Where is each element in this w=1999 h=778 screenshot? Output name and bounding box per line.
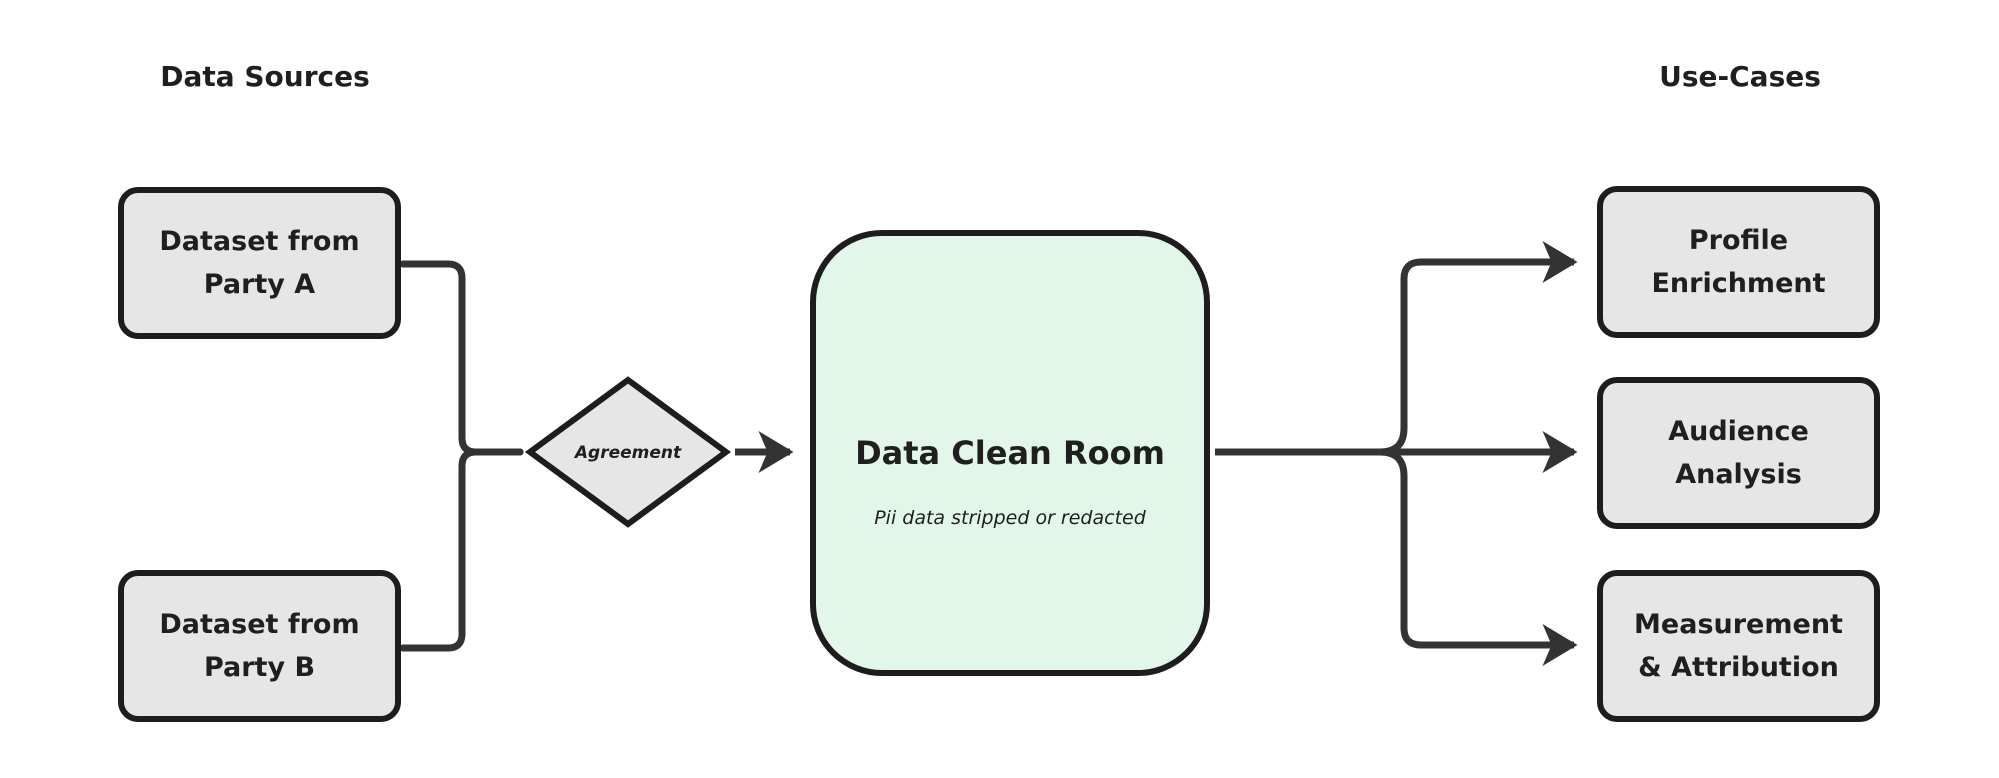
agreement-label: Agreement xyxy=(574,443,682,463)
connector-party-a xyxy=(399,260,524,456)
dataset-party-b-label: Dataset from Party B xyxy=(159,609,360,683)
arrow-to-profile-enrichment xyxy=(1379,241,1578,456)
data-clean-room-subtitle: Pii data stripped or redacted xyxy=(874,507,1146,529)
dataset-party-b-box: Dataset from Party B xyxy=(118,570,401,722)
dataset-party-a-box: Dataset from Party A xyxy=(118,187,401,339)
profile-enrichment-box: Profile Enrichment xyxy=(1597,186,1880,338)
data-sources-heading: Data Sources xyxy=(160,60,370,93)
audience-analysis-label: Audience Analysis xyxy=(1668,416,1809,490)
profile-enrichment-label: Profile Enrichment xyxy=(1651,225,1826,299)
audience-analysis-box: Audience Analysis xyxy=(1597,377,1880,529)
measurement-attribution-label: Measurement & Attribution xyxy=(1634,609,1843,683)
data-clean-room-title: Data Clean Room xyxy=(855,434,1165,472)
use-cases-heading: Use-Cases xyxy=(1659,60,1821,93)
arrow-to-measurement-attribution xyxy=(1379,448,1578,666)
agreement-diamond xyxy=(524,376,732,528)
connector-party-b xyxy=(399,448,524,652)
data-clean-room-box: Data Clean Room Pii data stripped or red… xyxy=(810,230,1210,676)
dataset-party-a-label: Dataset from Party A xyxy=(159,226,360,300)
measurement-attribution-box: Measurement & Attribution xyxy=(1597,570,1880,722)
